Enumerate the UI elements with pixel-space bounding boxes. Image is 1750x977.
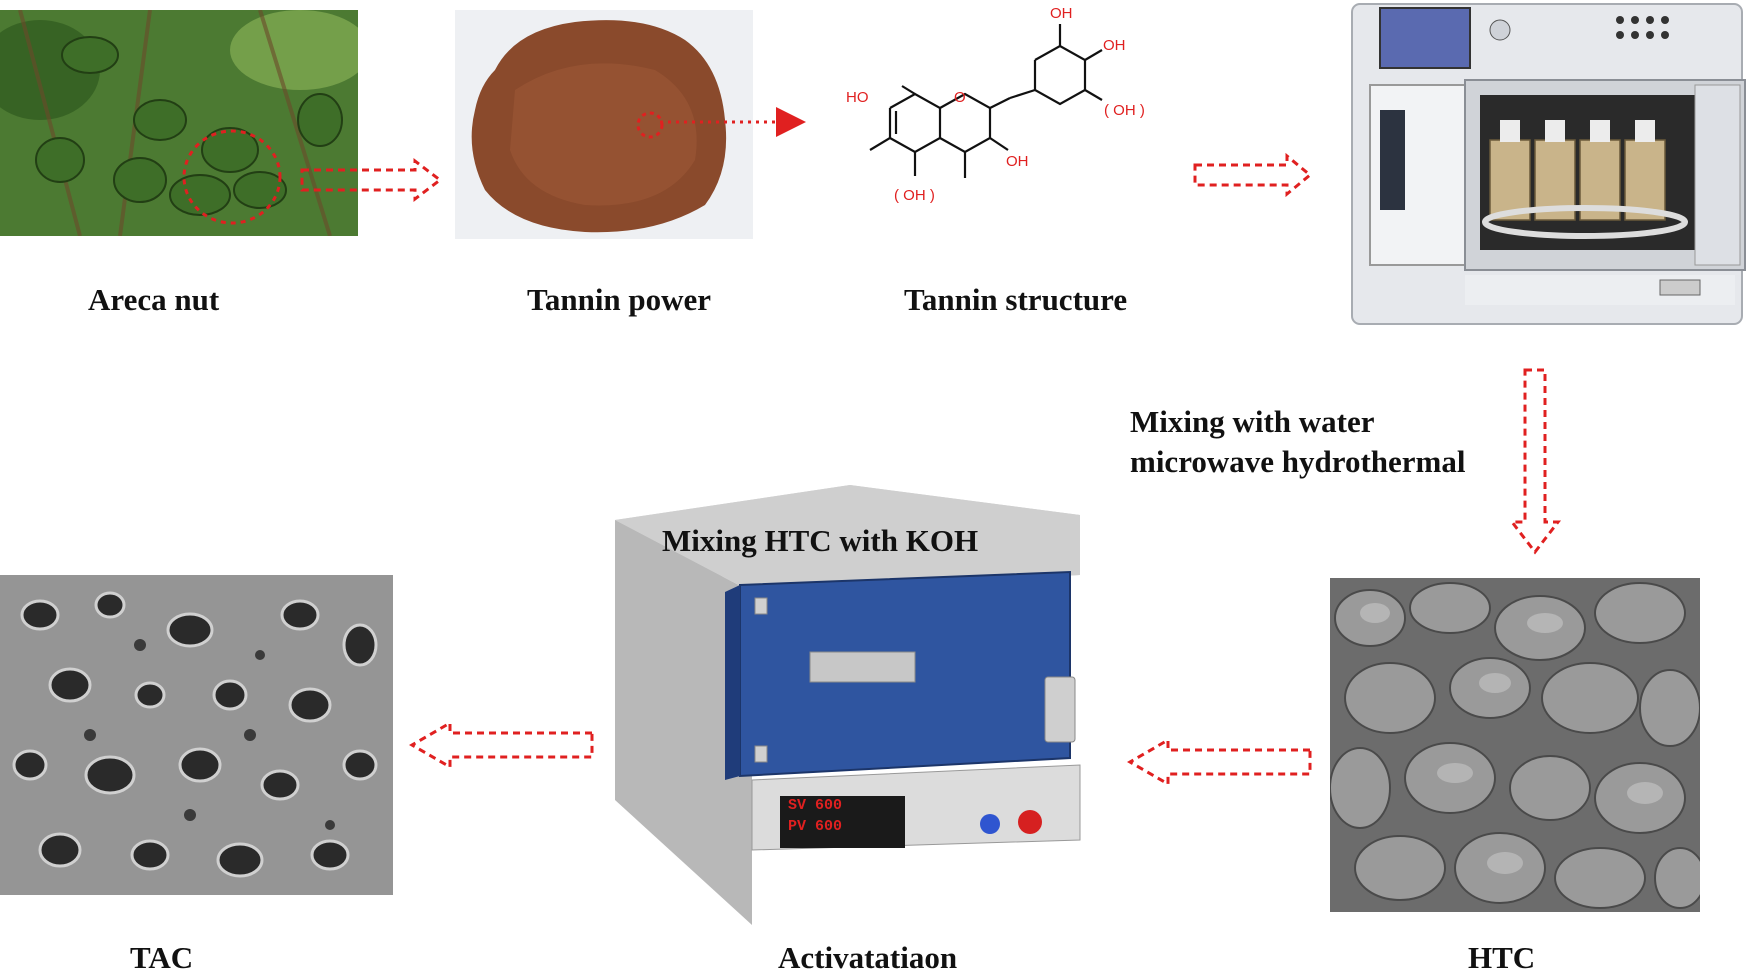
tac-sem-image: [0, 575, 393, 895]
furnace-pv-readout: PV 600: [788, 818, 843, 835]
oh-bracket-bottom: ( OH ): [894, 187, 935, 204]
label-mixing-water: Mixing with water: [1130, 404, 1375, 439]
arrow-structure-to-reactor: [1193, 152, 1313, 198]
label-microwave-hydrothermal: microwave hydrothermal: [1130, 444, 1466, 479]
arrow-htc-to-furnace: [1127, 737, 1312, 787]
label-tannin-structure: Tannin structure: [904, 282, 1128, 317]
oh-label-bottom: OH: [1006, 153, 1029, 170]
arrow-reactor-to-htc: [1508, 368, 1562, 555]
microwave-reactor-photo: [1340, 0, 1750, 340]
htc-sem-image: [1330, 578, 1700, 912]
label-activation: Activatatiaon: [778, 940, 958, 975]
tannin-structure-drawing: HO O OH OH ( OH ) OH ( OH ): [840, 0, 1180, 240]
furnace-sv-readout: SV 600: [788, 797, 843, 814]
areca-nut-photo: [0, 10, 358, 236]
oh-label-top: OH: [1050, 5, 1073, 22]
arrow-furnace-to-tac: [409, 720, 594, 770]
label-htc: HTC: [1468, 940, 1536, 975]
oh-bracket-right: ( OH ): [1104, 102, 1145, 119]
oh-label-right: OH: [1103, 37, 1126, 54]
ho-label: HO: [846, 89, 869, 106]
label-tannin-powder: Tannin power: [527, 282, 712, 317]
tannin-powder-photo: [455, 10, 753, 239]
label-areca-nut: Areca nut: [88, 282, 220, 317]
label-tac: TAC: [130, 940, 194, 975]
label-mixing-koh: Mixing HTC with KOH: [662, 523, 979, 558]
ring-oxygen-label: O: [954, 89, 966, 106]
muffle-furnace-drawing: [600, 480, 1100, 940]
